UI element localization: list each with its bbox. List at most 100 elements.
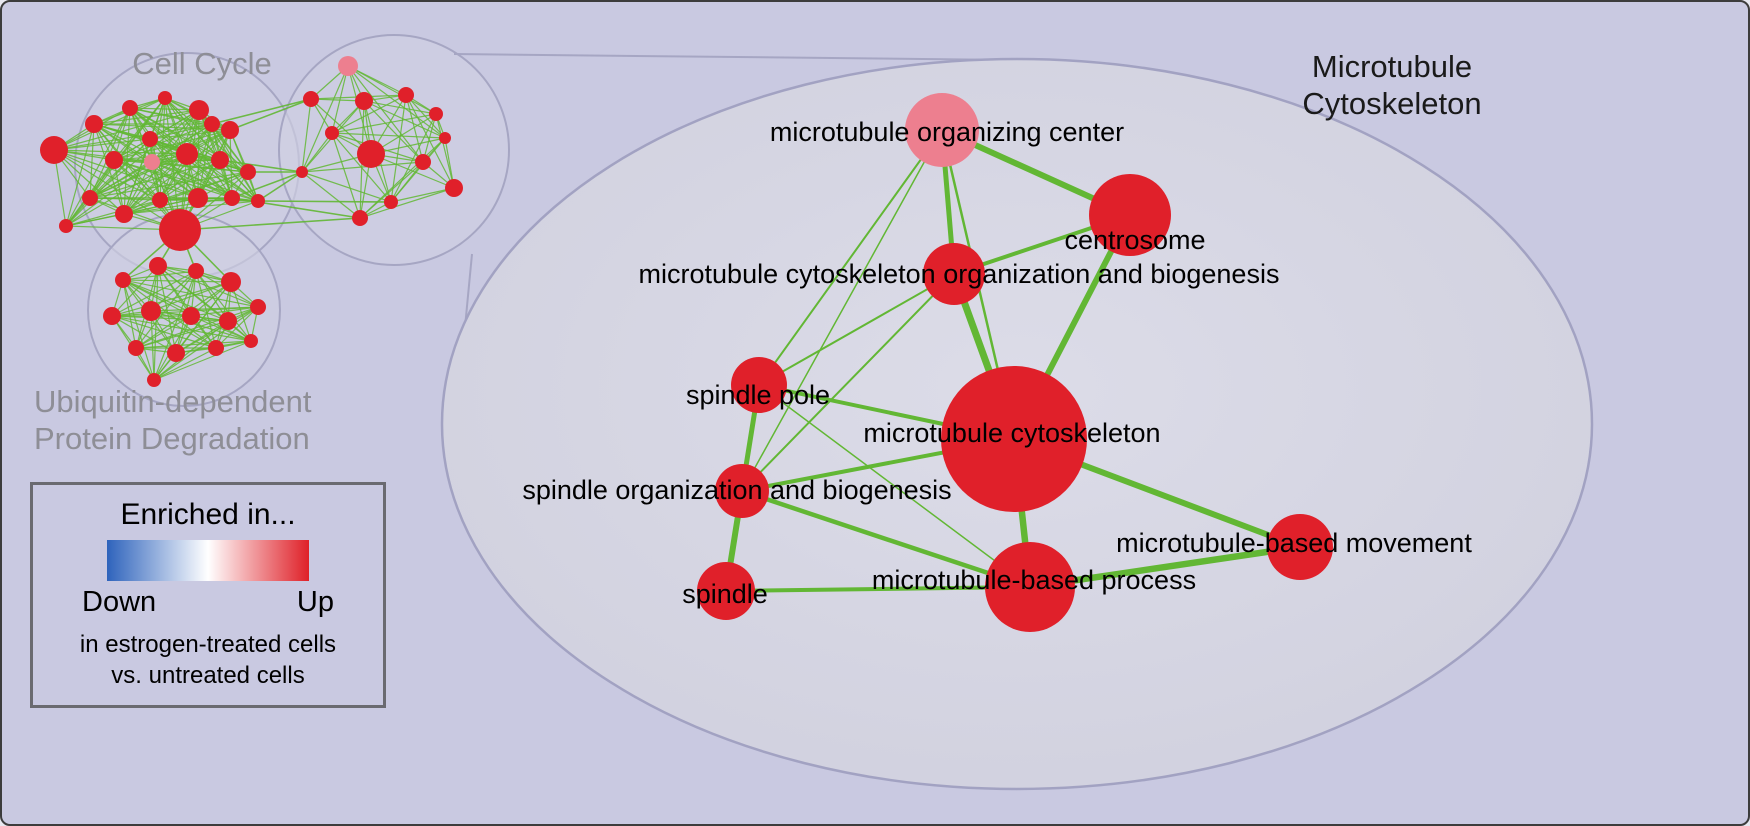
- minimap-edge: [331, 113, 437, 134]
- minimap-edge: [89, 171, 249, 199]
- edge-mtorg-spindlepole: [758, 273, 955, 386]
- minimap-node: [429, 107, 443, 121]
- magnified-cluster-title: Microtubule Cytoskeleton: [1257, 48, 1527, 122]
- network-node-label-spindle: spindle: [682, 579, 768, 609]
- minimap-edge: [123, 123, 213, 215]
- minimap-edge: [65, 153, 188, 227]
- minimap-node: [152, 192, 168, 208]
- minimap-node: [158, 91, 172, 105]
- ubiquitin-cluster-label-line2: Protein Degradation: [34, 420, 310, 456]
- minimap-node: [296, 166, 308, 178]
- minimap-node: [85, 115, 103, 133]
- minimap-edge: [347, 65, 372, 155]
- minimap-node: [240, 164, 256, 180]
- minimap-edge: [123, 161, 153, 215]
- minimap-edge: [89, 153, 188, 199]
- network-node-label-centrosome: centrosome: [1064, 225, 1205, 255]
- minimap-edge: [113, 123, 213, 161]
- minimap-node: [115, 272, 131, 288]
- minimap-edge: [111, 281, 232, 317]
- minimap-node: [384, 195, 398, 209]
- minimap-edge: [301, 171, 392, 203]
- minimap-edge: [331, 94, 407, 134]
- minimap-node: [149, 257, 167, 275]
- network-node-spindlepole: [731, 357, 787, 413]
- minimap-node: [144, 154, 160, 170]
- minimap-edge: [422, 113, 437, 163]
- edge-moc-spindlepole: [758, 129, 943, 386]
- legend-end-labels: Down Up: [82, 586, 334, 619]
- minimap-edge: [111, 270, 197, 317]
- minimap-node: [208, 340, 224, 356]
- minimap-cross-edge: [229, 98, 312, 131]
- ubiquitin-cluster-label-line1: Ubiquitin-dependent: [34, 384, 312, 419]
- minimap-node: [445, 179, 463, 197]
- ubiquitin-cluster-label: Ubiquitin-dependent Protein Degradation: [34, 384, 312, 457]
- minimap-node: [439, 132, 451, 144]
- minimap-edge: [65, 161, 153, 227]
- minimap-edge: [164, 97, 213, 125]
- minimap-cross-edge: [211, 98, 312, 125]
- minimap-cross-edge: [257, 171, 303, 202]
- minimap-edge: [390, 137, 446, 203]
- minimap-edge: [301, 132, 333, 173]
- minimap-edge: [359, 187, 455, 219]
- minimap-node: [398, 87, 414, 103]
- minimap-edge: [190, 306, 259, 317]
- network-node-mtmovement: [1267, 514, 1333, 580]
- minimap-node: [128, 340, 144, 356]
- minimap-edge: [195, 270, 252, 342]
- network-node-spindle: [697, 562, 755, 620]
- minimap-edge: [301, 161, 424, 173]
- edge-spindlepole-mtprocess: [758, 384, 1031, 588]
- minimap-edge: [149, 123, 213, 140]
- edge-spindle-mtprocess: [724, 585, 1032, 593]
- network-node-moc: [905, 93, 979, 167]
- minimap-edge: [65, 199, 161, 227]
- network-node-centrosome: [1089, 174, 1171, 256]
- minimap-edge: [135, 340, 252, 349]
- minimap-edge: [53, 138, 151, 151]
- minimap-edge: [135, 315, 192, 349]
- minimap-node: [303, 91, 319, 107]
- network-node-label-moc: microtubule organizing center: [770, 117, 1124, 147]
- edge-spindleorg-mtprocess: [739, 488, 1033, 590]
- legend-caption: in estrogen-treated cells vs. untreated …: [33, 629, 383, 691]
- minimap-edge: [359, 137, 446, 219]
- minimap-edge: [435, 113, 455, 189]
- minimap-node: [352, 210, 368, 226]
- network-nodes: [697, 93, 1333, 632]
- network-node-label-spindleorg: spindle organization and biogenesis: [522, 475, 951, 505]
- network-node-mtprocess: [985, 542, 1075, 632]
- minimap-node: [122, 100, 138, 116]
- minimap-node: [224, 190, 240, 206]
- minimap-node: [167, 344, 185, 362]
- minimap-cross-edge: [257, 200, 392, 203]
- minimap-edge: [89, 159, 221, 199]
- minimap-node: [59, 219, 73, 233]
- minimap-edge: [390, 187, 455, 203]
- minimap-edge: [405, 94, 424, 163]
- minimap-node: [147, 373, 161, 387]
- minimap-edge: [215, 306, 259, 349]
- minimap-node: [221, 272, 241, 292]
- minimap-edge: [151, 161, 233, 199]
- minimap-edge: [159, 171, 249, 201]
- minimap-edge: [159, 159, 221, 201]
- minimap-cross-edge: [179, 217, 361, 231]
- minimap-edge: [301, 98, 312, 173]
- legend: Enriched in... Down Up in estrogen-treat…: [30, 482, 386, 708]
- minimap-node: [357, 140, 385, 168]
- minimap-edge: [122, 279, 229, 322]
- minimap-cross-edge: [231, 171, 303, 199]
- network-node-label-mtmovement: microtubule-based movement: [1116, 528, 1472, 558]
- minimap-edge: [53, 149, 125, 215]
- minimap-node: [251, 194, 265, 208]
- minimap-edge: [331, 132, 446, 139]
- edge-mtprocess-mtmovement: [1026, 543, 1304, 591]
- minimap-node: [325, 126, 339, 140]
- minimap-edge: [331, 132, 361, 219]
- minimap-edge: [150, 281, 232, 312]
- magnifier-line: [453, 53, 1015, 61]
